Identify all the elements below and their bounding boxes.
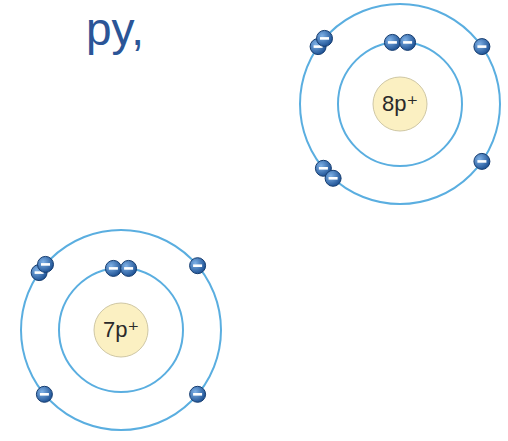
electron — [317, 30, 333, 46]
nucleus: 7p⁺ — [93, 302, 149, 358]
electron — [384, 34, 400, 50]
electron — [121, 260, 137, 276]
nucleus: 8p⁺ — [372, 76, 428, 132]
inner-shell — [338, 42, 462, 166]
electron — [325, 170, 341, 186]
inner-shell — [59, 268, 183, 392]
electron — [190, 386, 206, 402]
electron — [474, 153, 490, 169]
electron — [190, 258, 206, 274]
electron — [474, 39, 490, 55]
proton-count: 8p⁺ — [372, 76, 428, 132]
proton-count: 7p⁺ — [93, 302, 149, 358]
electron — [400, 34, 416, 50]
nitrogen-shells — [21, 230, 221, 430]
electron — [36, 386, 52, 402]
electron — [105, 260, 121, 276]
oxygen-shells — [300, 4, 500, 204]
electron — [38, 256, 54, 272]
heading-fragment: py, — [86, 2, 144, 56]
outer-shell — [21, 230, 221, 430]
outer-shell — [300, 4, 500, 204]
